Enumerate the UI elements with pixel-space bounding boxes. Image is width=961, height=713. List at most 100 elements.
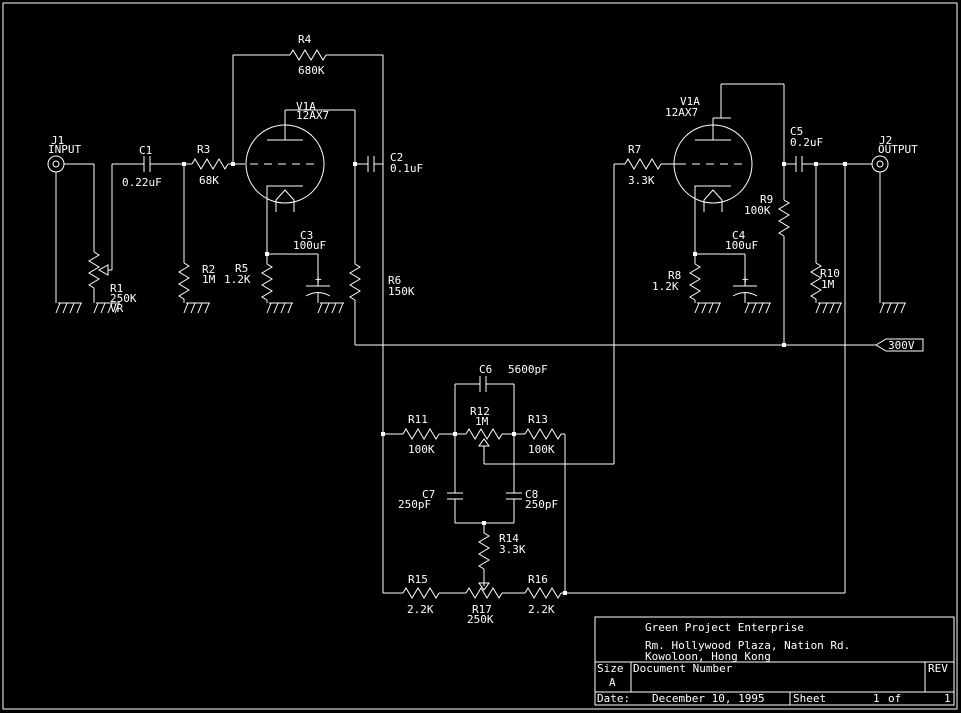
capacitor-c8: C8 250pF (506, 434, 558, 523)
j2-ref: J2 (879, 134, 892, 147)
r2-value: 1M (202, 273, 216, 286)
r15-value: 2.2K (407, 603, 434, 616)
resistor-r8: R8 1.2K (652, 254, 701, 303)
document-number-label: Document Number (633, 662, 733, 675)
c5-ref: C5 (790, 125, 803, 138)
c1-value: 0.22uF (122, 176, 162, 189)
resistor-r5: R5 1.2K (224, 254, 273, 303)
r13-value: 100K (528, 443, 555, 456)
output-jack-j2: J2 OUTPUT (871, 134, 918, 303)
ground-icon (879, 302, 907, 314)
r11-value: 100K (408, 443, 435, 456)
r16-ref: R16 (528, 573, 548, 586)
r17-value: 250K (467, 613, 494, 626)
r4-ref: R4 (298, 33, 312, 46)
v1b-value: 12AX7 (665, 106, 698, 119)
sheet-of: of (888, 692, 901, 705)
r15-ref: R15 (408, 573, 428, 586)
r9-ref: R9 (760, 193, 773, 206)
ground-icon (694, 302, 722, 314)
capacitor-c5: C5 0.2uF (784, 125, 872, 172)
capacitor-c4: + C4 100uF (695, 229, 758, 303)
r10-ref: R10 (820, 267, 840, 280)
c4-ref: C4 (732, 229, 746, 242)
r9-value: 100K (744, 204, 771, 217)
supply-rail: 300V (355, 338, 924, 352)
resistor-r1-pot: R1 250K VR (88, 164, 137, 315)
r16-value: 2.2K (528, 603, 555, 616)
capacitor-c7: C7 250pF (398, 434, 514, 524)
r5-value: 1.2K (224, 273, 251, 286)
address-line-1: Rm. Hollywood Plaza, Nation Rd. (645, 639, 850, 652)
r12-ref: R12 (470, 405, 490, 418)
ground-icon (317, 302, 345, 314)
input-jack-j1: J1 INPUT (47, 134, 94, 303)
resistor-r12-pot: R12 1M (455, 405, 614, 465)
resistor-r10: R10 1M (810, 164, 840, 303)
resistor-r2: R2 1M (178, 164, 216, 303)
rev-label: REV (928, 662, 948, 675)
ground-icon (183, 302, 211, 314)
resistor-r11: R11 100K (383, 413, 455, 456)
c6-ref: C6 (479, 363, 492, 376)
capacitor-c6: C6 5600pF (454, 363, 548, 434)
r8-value: 1.2K (652, 280, 679, 293)
supply-label: 300V (888, 339, 915, 352)
v1b-ref: V1A (680, 95, 700, 108)
r10-value: 1M (821, 278, 835, 291)
c7-value: 250pF (398, 498, 431, 511)
company-name: Green Project Enterprise (645, 621, 804, 634)
resistor-r17-pot: R17 250K (465, 587, 503, 626)
resistor-r13: R13 100K (514, 413, 566, 593)
r14-value: 3.3K (499, 543, 526, 556)
r1-value: 250K (110, 292, 137, 305)
j1-ref: J1 (51, 134, 64, 147)
address-line-2: Kowoloon, Hong Kong (645, 650, 771, 663)
r17-ref: R17 (472, 603, 492, 616)
date-value: December 10, 1995 (652, 692, 765, 705)
v1a-value: 12AX7 (296, 109, 329, 122)
c4-plus: + (742, 273, 749, 286)
resistor-r15: R15 2.2K (383, 573, 466, 616)
c2-ref: C2 (390, 151, 403, 164)
rev-value: 1 (944, 692, 951, 705)
vacuum-tube-v1a: V1A 12AX7 (245, 100, 356, 254)
r6-value: 150K (388, 285, 415, 298)
resistor-r7: R7 3.3K (613, 143, 678, 464)
j2-value: OUTPUT (878, 143, 918, 156)
c8-value: 250pF (525, 498, 558, 511)
sheet-label: Sheet (793, 692, 826, 705)
ground-icon (744, 302, 772, 314)
r4-value: 680K (298, 64, 325, 77)
ground-icon (266, 302, 294, 314)
c1-ref: C1 (139, 144, 152, 157)
title-block: Green Project Enterprise Rm. Hollywood P… (594, 616, 955, 706)
r6-ref: R6 (388, 274, 401, 287)
r1-ref: R1 (110, 282, 123, 295)
c3-plus: + (315, 273, 322, 286)
size-label: Size (597, 662, 624, 675)
resistor-r16: R16 2.2K (502, 573, 565, 616)
r8-ref: R8 (668, 269, 681, 282)
resistor-r4: R4 680K (232, 33, 384, 164)
v1a-ref: V1A (296, 100, 316, 113)
c7-ref: C7 (422, 488, 435, 501)
r3-ref: R3 (197, 143, 210, 156)
j1-value: INPUT (48, 143, 81, 156)
resistor-r3: R3 68K (184, 143, 245, 187)
size-value: A (609, 676, 616, 689)
c4-value: 100uF (725, 239, 758, 252)
resistor-r6: R6 150K (349, 164, 415, 345)
resistor-r14: R14 3.3K (478, 523, 526, 591)
c5-value: 0.2uF (790, 136, 823, 149)
r3-value: 68K (199, 174, 219, 187)
c2-value: 0.1uF (390, 162, 423, 175)
capacitor-c1: C1 0.22uF (112, 144, 184, 189)
resistor-r9: R9 100K (744, 164, 790, 345)
date-label: Date: (597, 692, 630, 705)
capacitor-c2: C2 0.1uF (355, 151, 423, 175)
capacitor-c3: + C3 100uF (267, 229, 331, 303)
r7-value: 3.3K (628, 174, 655, 187)
c6-value: 5600pF (508, 363, 548, 376)
